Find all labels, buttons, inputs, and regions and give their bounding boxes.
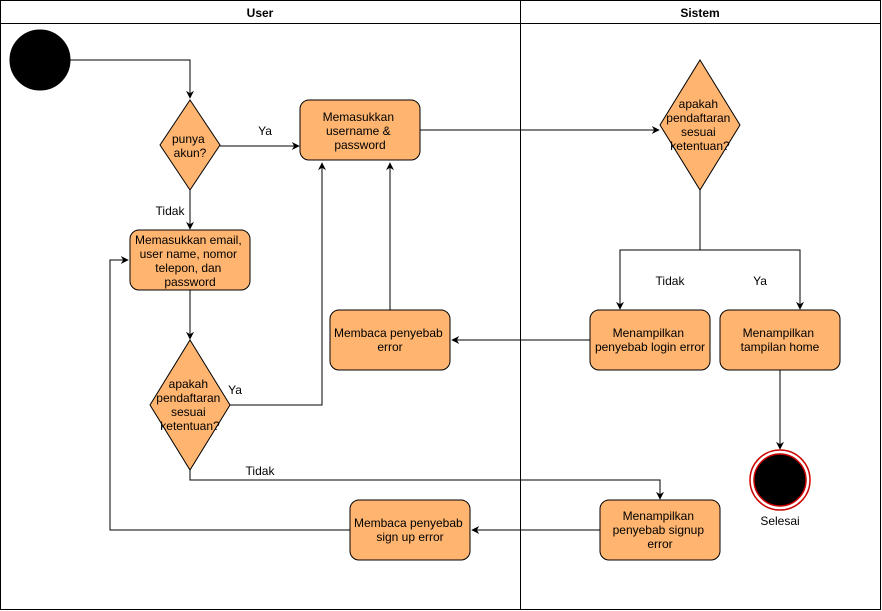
edge-system-yes [700, 249, 804, 310]
end-node [749, 449, 811, 511]
edge-label-ya-user-valid: Ya [228, 383, 242, 397]
svg-text:Menampilkan penyebab sig: Menampilkan penyebab signup error [613, 509, 708, 551]
show-home-line-2: tampilan home [741, 340, 820, 354]
action-enter-signup: Memasukkan email, user name, nomor telep… [129, 229, 251, 291]
read-signup-error-line-1: Membaca penyebab [354, 516, 463, 530]
action-show-home: Menampilkan tampilan home [719, 309, 841, 371]
decision-user-valid-line-4: ketentuan? [160, 419, 220, 433]
edge-label-tidak-system: Tidak [656, 274, 686, 288]
edge-read-signup-error-to-signup [109, 256, 350, 531]
decision-has-account-line-2: akun? [174, 146, 207, 160]
edge-label-ya-system: Ya [753, 274, 767, 288]
action-enter-credentials: Memasukkan username & password [299, 99, 421, 161]
edge-label-tidak-account: Tidak [156, 204, 186, 218]
svg-text:punya akun?: punya akun? [172, 132, 208, 160]
edge-user-valid-yes [230, 162, 326, 406]
enter-credentials-line-3: password [334, 138, 385, 152]
decision-has-account-line-1: punya [172, 132, 205, 146]
start-node [9, 29, 71, 91]
edges [70, 59, 804, 534]
edge-start-to-decision [70, 59, 194, 99]
end-label: Selesai [760, 514, 799, 528]
decision-system-valid-line-4: ketentuan? [670, 139, 730, 153]
svg-text:Membaca penyebab error: Membaca penyebab error [334, 326, 446, 354]
read-signup-error-line-2: sign up error [376, 530, 443, 544]
decision-system-valid: apakah pendaftaran sesuai ketentuan? [659, 59, 741, 191]
show-home-line-1: Menampilkan [743, 326, 814, 340]
show-login-error-line-1: Menampilkan [613, 326, 684, 340]
enter-signup-line-3: telepon, dan [155, 261, 221, 275]
show-signup-error-line-1: Menampilkan [623, 509, 694, 523]
edge-user-valid-no [189, 470, 664, 500]
edge-label-ya-account: Ya [258, 124, 272, 138]
svg-text:Memasukkan email, user n: Memasukkan email, user name, nomor telep… [135, 233, 245, 289]
decision-user-valid-line-2: pendaftaran [156, 391, 220, 405]
swimlane-system: Sistem [520, 0, 881, 610]
read-error-line-1: Membaca penyebab [334, 326, 443, 340]
enter-signup-line-2: user name, nomor [140, 247, 237, 261]
decision-user-valid: apakah pendaftaran sesuai ketentuan? [149, 339, 231, 471]
read-error-line-2: error [377, 340, 402, 354]
svg-text:Membaca penyebab sign up: Membaca penyebab sign up error [354, 516, 466, 544]
decision-system-valid-line-3: sesuai [681, 125, 716, 139]
edge-label-tidak-user-valid: Tidak [246, 464, 276, 478]
enter-signup-line-1: Memasukkan email, [135, 233, 242, 247]
action-show-login-error: Menampilkan penyebab login error [589, 309, 711, 371]
enter-signup-line-4: password [164, 275, 215, 289]
show-signup-error-line-3: error [647, 537, 672, 551]
enter-credentials-line-2: username & [326, 124, 391, 138]
action-read-error: Membaca penyebab error [329, 309, 451, 371]
decision-has-account: punya akun? [159, 99, 221, 191]
svg-text:apakah pendaftaran: apakah pendaftaran sesuai ketentuan? [666, 97, 733, 153]
decision-system-valid-line-1: apakah [679, 97, 718, 111]
svg-text:Menampilkan penyebab log: Menampilkan penyebab login error [595, 326, 705, 354]
svg-text:Menampilkan tampilan hom: Menampilkan tampilan home [741, 326, 820, 354]
show-signup-error-line-2: penyebab signup [613, 523, 705, 537]
edge-system-no [616, 249, 700, 310]
lane-title-system: Sistem [680, 6, 719, 20]
decision-system-valid-line-2: pendaftaran [666, 111, 730, 125]
show-login-error-line-2: penyebab login error [595, 340, 705, 354]
lane-title-user: User [247, 6, 274, 20]
action-show-signup-error: Menampilkan penyebab signup error [599, 499, 721, 561]
svg-text:Memasukkan username &: Memasukkan username & password [323, 110, 398, 152]
svg-text:apakah pendaftaran: apakah pendaftaran sesuai ketentuan? [156, 377, 223, 433]
decision-user-valid-line-1: apakah [169, 377, 208, 391]
enter-credentials-line-1: Memasukkan [323, 110, 394, 124]
action-read-signup-error: Membaca penyebab sign up error [349, 499, 471, 561]
decision-user-valid-line-3: sesuai [171, 405, 206, 419]
